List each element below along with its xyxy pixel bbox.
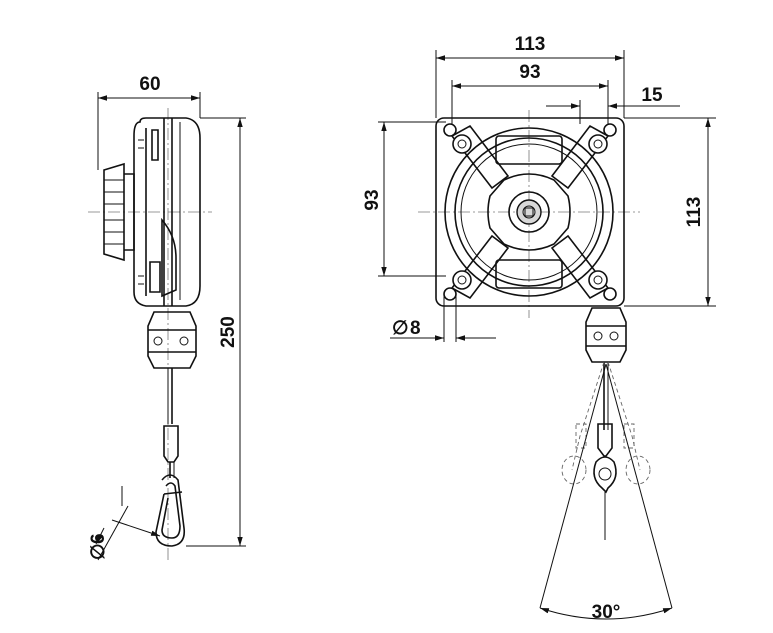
mount-hole xyxy=(443,123,457,137)
front-cable-outlet xyxy=(585,307,627,363)
mount-hole xyxy=(603,123,617,137)
side-hook xyxy=(155,474,186,547)
mount-hole xyxy=(443,287,457,301)
front-arms xyxy=(450,124,610,300)
front-hole-spacing-width-label: 93 xyxy=(519,62,540,83)
mount-hole xyxy=(603,287,617,301)
side-diameter-symbol: ∅ xyxy=(88,543,109,560)
front-view: 30° 113 93 15 93 113 ∅ 8 xyxy=(362,34,716,623)
side-cable-outlet xyxy=(147,311,197,369)
front-outer-width-label: 113 xyxy=(515,34,546,55)
top-window xyxy=(495,135,563,165)
front-offset-label: 15 xyxy=(641,85,663,106)
side-width-label: 60 xyxy=(139,74,160,95)
side-cable-dia-label: 6 xyxy=(88,533,109,544)
hole-dia-label: 8 xyxy=(410,318,421,339)
front-hole-spacing-height-label: 93 xyxy=(362,189,383,210)
bottom-window xyxy=(495,259,563,289)
side-housing xyxy=(133,117,201,307)
side-view: 60 250 ∅ 6 xyxy=(88,74,246,561)
hole-diameter-symbol: ∅ xyxy=(392,318,409,339)
side-height-label: 250 xyxy=(218,316,239,348)
swing-angle-label: 30° xyxy=(592,602,621,623)
tension-knob xyxy=(103,162,135,262)
front-housing xyxy=(435,117,625,307)
front-outer-height-label: 113 xyxy=(684,197,705,228)
